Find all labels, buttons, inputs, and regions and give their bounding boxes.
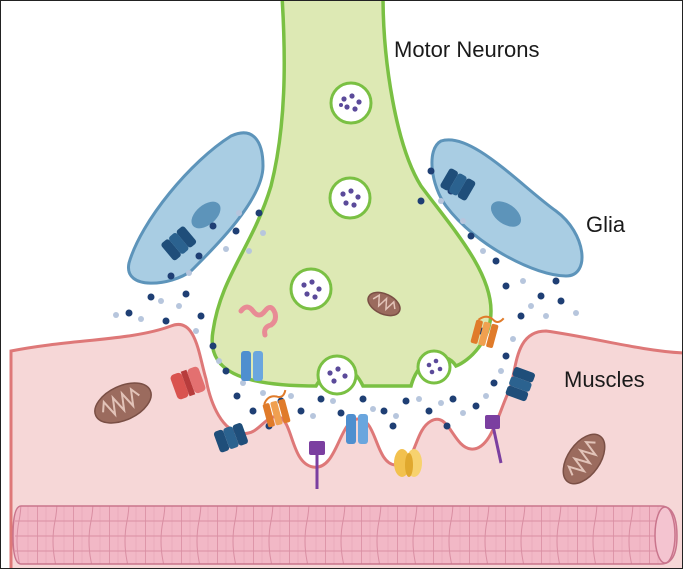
vesicle <box>318 356 356 394</box>
label-motor-neurons: Motor Neurons <box>394 37 540 63</box>
muscle-fiber <box>13 506 677 564</box>
label-muscles: Muscles <box>564 367 645 393</box>
vesicle <box>330 178 370 218</box>
label-glia: Glia <box>586 212 625 238</box>
vesicle <box>418 351 450 383</box>
receptor-yellow <box>394 449 422 477</box>
vesicle <box>331 83 371 123</box>
vesicle <box>291 269 331 309</box>
